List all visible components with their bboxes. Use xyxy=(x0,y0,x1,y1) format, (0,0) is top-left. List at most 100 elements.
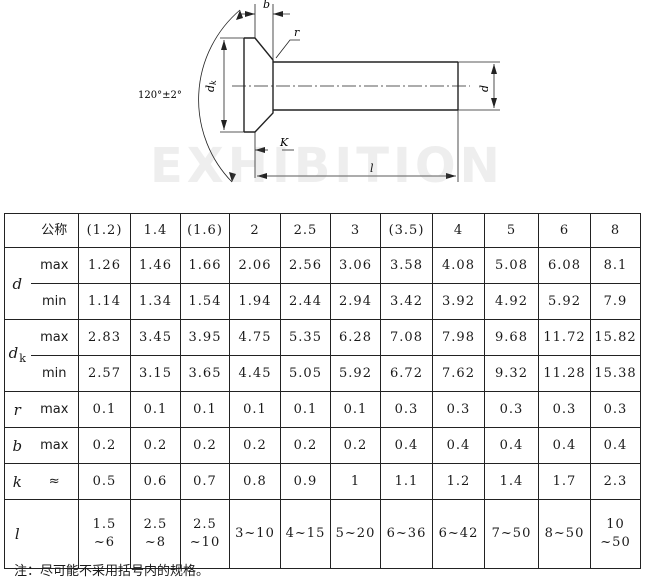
r-value: 0.3 xyxy=(432,391,485,428)
l-range-value: 4~15 xyxy=(280,499,331,569)
l-range-part: 8~50 xyxy=(544,526,585,541)
k-value: 0.7 xyxy=(180,463,230,500)
d-max-value: 3.58 xyxy=(380,247,433,284)
r-value: 0.1 xyxy=(130,391,181,428)
footnote: 注：尽可能不采用括号内的规格。 xyxy=(14,564,210,579)
dk-min-value: 11.28 xyxy=(538,355,591,392)
dk-min-value: 3.15 xyxy=(130,355,181,392)
l-range-part: ~6 xyxy=(93,535,116,550)
header-size: 5 xyxy=(484,213,539,248)
rivet-head-outline xyxy=(244,37,274,133)
b-value: 0.4 xyxy=(538,427,591,464)
b-value: 0.2 xyxy=(78,427,131,464)
symbol-b: b xyxy=(4,427,31,464)
label-angle: 120°±2° xyxy=(138,90,182,101)
header-size: 2.5 xyxy=(280,213,331,248)
d-min-value: 2.44 xyxy=(280,283,331,320)
r-value: 0.1 xyxy=(330,391,381,428)
label-K: K xyxy=(279,136,289,149)
dk-min-value: 15.38 xyxy=(590,355,641,392)
r-value: 0.3 xyxy=(380,391,433,428)
l-range-value: 1.5~6 xyxy=(78,499,131,569)
l-range-part: ~50 xyxy=(600,535,631,550)
d-min-value: 3.92 xyxy=(432,283,485,320)
l-range-value: 7~50 xyxy=(484,499,539,569)
r-value: 0.1 xyxy=(180,391,230,428)
angle-arc xyxy=(198,9,241,183)
label-dk: dk xyxy=(204,80,218,92)
dk-min-value: 3.65 xyxy=(180,355,230,392)
l-range-part: 4~15 xyxy=(285,526,326,541)
l-range-part: 1.5 xyxy=(92,517,117,532)
l-range-part: ~8 xyxy=(144,535,167,550)
d-max-value: 1.66 xyxy=(180,247,230,284)
dk-min-value: 4.45 xyxy=(229,355,281,392)
label-r: r xyxy=(294,26,300,39)
b-value: 0.4 xyxy=(484,427,539,464)
dk-max-value: 6.28 xyxy=(330,319,381,356)
d-max-value: 5.08 xyxy=(484,247,539,284)
symbol-dk-main: d xyxy=(8,343,20,362)
d-min-value: 1.34 xyxy=(130,283,181,320)
b-value: 0.2 xyxy=(280,427,331,464)
dk-max-value: 3.95 xyxy=(180,319,230,356)
r-value: 0.3 xyxy=(590,391,641,428)
b-value: 0.2 xyxy=(330,427,381,464)
label-max: max xyxy=(30,247,79,284)
k-value: 0.8 xyxy=(229,463,281,500)
l-range-part: 2.5 xyxy=(193,517,217,532)
l-range-value: 6~36 xyxy=(380,499,433,569)
watermark: EXHIBITION xyxy=(150,138,504,194)
k-value: 1.7 xyxy=(538,463,591,500)
l-range-value: 2.5~8 xyxy=(130,499,181,569)
r-value: 0.3 xyxy=(538,391,591,428)
l-range-part: 2.5 xyxy=(143,517,168,532)
dk-min-value: 5.92 xyxy=(330,355,381,392)
k-value: 0.5 xyxy=(78,463,131,500)
dk-min-value: 6.72 xyxy=(380,355,433,392)
symbol-dk-sub: k xyxy=(19,351,27,365)
d-max-value: 3.06 xyxy=(330,247,381,284)
b-value: 0.4 xyxy=(590,427,641,464)
d-min-value: 3.42 xyxy=(380,283,433,320)
d-min-value: 5.92 xyxy=(538,283,591,320)
header-size: 4 xyxy=(432,213,485,248)
d-min-value: 4.92 xyxy=(484,283,539,320)
label-min: min xyxy=(30,355,79,392)
d-max-value: 6.08 xyxy=(538,247,591,284)
l-range-value: 2.5~10 xyxy=(180,499,230,569)
b-value: 0.2 xyxy=(229,427,281,464)
d-max-value: 2.56 xyxy=(280,247,331,284)
symbol-r: r xyxy=(4,391,31,428)
k-value: 1 xyxy=(330,463,381,500)
l-range-value: 8~50 xyxy=(538,499,591,569)
dk-max-value: 4.75 xyxy=(229,319,281,356)
l-range-part: 3~10 xyxy=(235,526,275,541)
label-r: max xyxy=(30,391,79,428)
dk-min-value: 2.57 xyxy=(78,355,131,392)
l-range-part: 7~50 xyxy=(491,526,532,541)
k-value: 0.6 xyxy=(130,463,181,500)
l-range-part: 5~20 xyxy=(335,526,376,541)
label-b: max xyxy=(30,427,79,464)
b-value: 0.4 xyxy=(432,427,485,464)
k-value: 1.4 xyxy=(484,463,539,500)
symbol-l: l xyxy=(4,499,31,569)
header-size: 1.4 xyxy=(130,213,181,248)
symbol-dk: dk xyxy=(4,319,31,392)
label-b: b xyxy=(263,0,270,11)
header-size: (3.5) xyxy=(380,213,433,248)
dk-max-value: 2.83 xyxy=(78,319,131,356)
dk-min-value: 9.32 xyxy=(484,355,539,392)
l-range-part: 6~42 xyxy=(438,526,479,541)
symbol-d: d xyxy=(4,247,31,320)
k-value: 1.2 xyxy=(432,463,485,500)
header-size: 3 xyxy=(330,213,381,248)
l-range-value: 10~50 xyxy=(590,499,641,569)
label-max: max xyxy=(30,319,79,356)
